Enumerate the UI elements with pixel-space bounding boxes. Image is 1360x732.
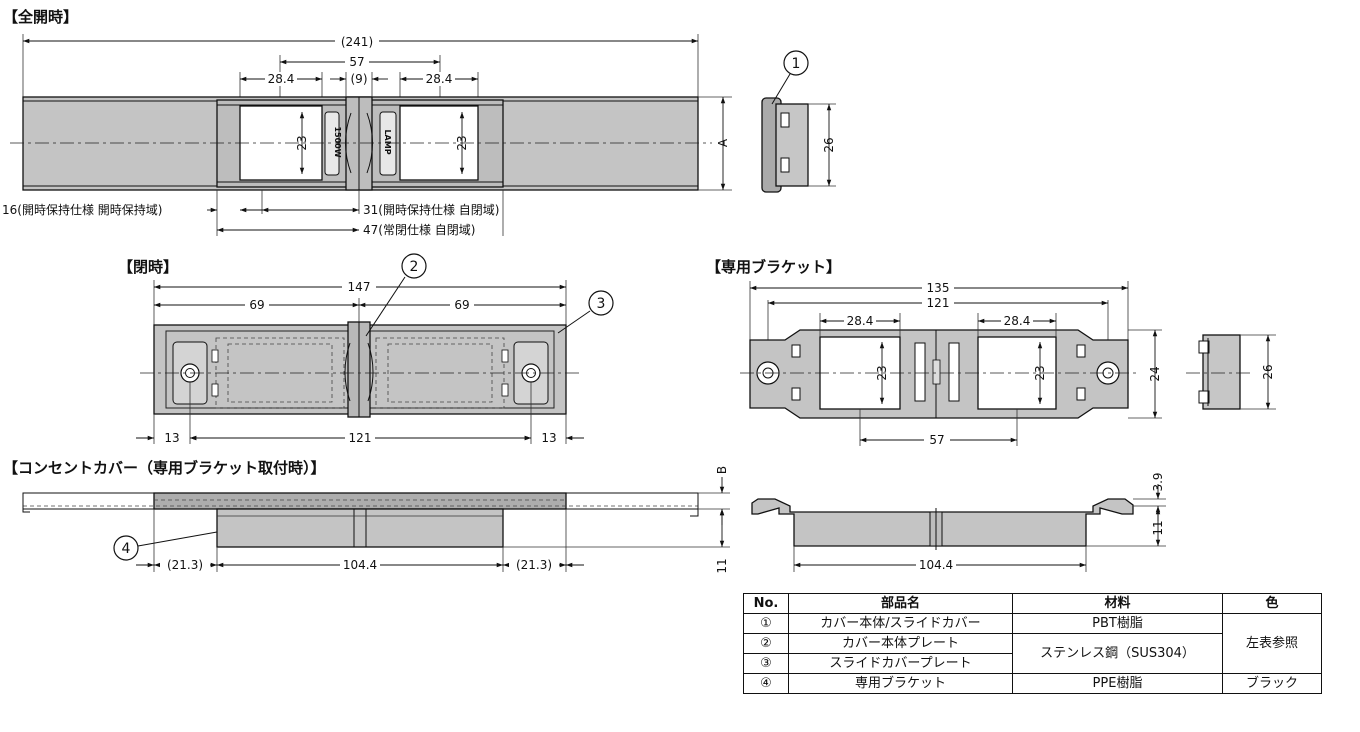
note-16: 16(開時保持仕様 開時保持域) [2, 202, 162, 217]
dim-open-57: 57 [349, 55, 364, 69]
bracket-profile-view: 3.9 11 104.4 [751, 472, 1166, 572]
callout-4 [113, 535, 139, 561]
table-row: ③ スライドカバープレート [743, 653, 1322, 674]
cell-no: ④ [743, 673, 789, 694]
header-part-name: 部品名 [788, 593, 1013, 614]
cell-part-name: 専用ブラケット [788, 673, 1013, 694]
parts-table: No. 部品名 材料 色 ① カバー本体/スライドカバー PBT樹脂 左表参照 … [743, 593, 1322, 694]
callout-1-label: 1 [792, 56, 801, 72]
dim-profile-11: 11 [1151, 520, 1165, 535]
callout-3 [588, 290, 614, 316]
dim-open-23-left: 23 [295, 135, 309, 150]
table-row: ① カバー本体/スライドカバー PBT樹脂 左表参照 [743, 613, 1322, 674]
dim-bracket-23-right: 23 [1033, 365, 1047, 380]
closed-view: 147 69 69 13 121 13 2 3 [136, 253, 614, 445]
side-view: 26 1 [761, 50, 836, 193]
dim-bracket-57: 57 [929, 433, 944, 447]
header-material: 材料 [1012, 593, 1223, 614]
cell-no: ② [743, 633, 789, 654]
dim-open-23-right: 23 [455, 135, 469, 150]
dim-cover-B: B [715, 466, 729, 474]
header-no: No. [743, 593, 789, 614]
dim-closed-13-left: 13 [164, 431, 179, 445]
cell-part-name: カバー本体プレート [788, 633, 1013, 654]
dim-bracket-28-4-left: 28.4 [847, 314, 874, 328]
dim-cover-21-3-right: (21.3) [516, 558, 552, 572]
outlet-cover-view: B 11 (21.3) 104.4 (21.3) 4 [22, 466, 730, 574]
callout-2-label: 2 [410, 259, 419, 275]
dim-closed-121: 121 [349, 431, 372, 445]
bracket-view: 135 121 28.4 28.4 23 23 24 57 [740, 281, 1162, 447]
dim-closed-13-right: 13 [541, 431, 556, 445]
dim-closed-69-right: 69 [454, 298, 469, 312]
dim-bracket-side-26: 26 [1261, 364, 1275, 379]
cell-no: ③ [743, 653, 789, 674]
dim-bracket-135: 135 [927, 281, 950, 295]
dim-profile-3-9: 3.9 [1151, 472, 1165, 491]
dim-open-28-4-left: 28.4 [268, 72, 295, 86]
table-header-row: No. 部品名 材料 色 [743, 593, 1322, 614]
dim-bracket-24: 24 [1148, 366, 1162, 381]
socket-label-left: 1500W [333, 126, 342, 157]
dim-open-total: (241) [341, 35, 373, 49]
cell-no: ① [743, 613, 789, 634]
cell-material: PPE樹脂 [1012, 673, 1223, 694]
cell-part-name: スライドカバープレート [788, 653, 1013, 674]
section-title-outlet-cover: 【コンセントカバー（専用ブラケット取付時）】 [3, 459, 326, 477]
cell-part-name: カバー本体/スライドカバー [788, 613, 1013, 634]
dim-bracket-121: 121 [927, 296, 950, 310]
cell-color: ブラック [1222, 673, 1322, 694]
dim-closed-147: 147 [348, 280, 371, 294]
dim-open-9: (9) [351, 72, 368, 86]
dim-open-28-4-right: 28.4 [426, 72, 453, 86]
dim-closed-69-left: 69 [249, 298, 264, 312]
dim-bracket-28-4-right: 28.4 [1004, 314, 1031, 328]
cell-material: ステンレス鋼（SUS304） [1012, 633, 1223, 674]
dim-profile-104-4: 104.4 [919, 558, 953, 572]
note-31: 31(開時保持仕様 自閉域) [363, 202, 499, 217]
section-title-closed: 【閉時】 [118, 258, 178, 276]
dim-cover-21-3-left: (21.3) [167, 558, 203, 572]
callout-1 [783, 50, 809, 76]
callout-2 [401, 253, 427, 279]
table-row: ② カバー本体プレート ステンレス鋼（SUS304） [743, 633, 1322, 674]
note-47: 47(常閉仕様 自閉域) [363, 223, 475, 237]
socket-label-right: LAMP [383, 129, 392, 154]
dim-bracket-23-left: 23 [875, 365, 889, 380]
callout-3-label: 3 [597, 296, 606, 312]
dim-side-26: 26 [822, 137, 836, 152]
table-row: ④ 専用ブラケット PPE樹脂 ブラック [743, 673, 1322, 694]
section-title-bracket: 【専用ブラケット】 [706, 258, 841, 276]
dim-cover-11: 11 [715, 558, 729, 573]
dim-open-A: A [716, 138, 730, 147]
header-color: 色 [1222, 593, 1322, 614]
dim-cover-104-4: 104.4 [343, 558, 377, 572]
cell-material: PBT樹脂 [1012, 613, 1223, 634]
callout-4-label: 4 [122, 541, 131, 557]
section-title-open: 【全開時】 [3, 8, 78, 26]
bracket-side-view: 26 [1186, 334, 1276, 410]
open-view: 1500W LAMP (241) 57 28.4 (9) 28.4 23 [2, 34, 732, 237]
cell-color: 左表参照 [1222, 613, 1322, 674]
